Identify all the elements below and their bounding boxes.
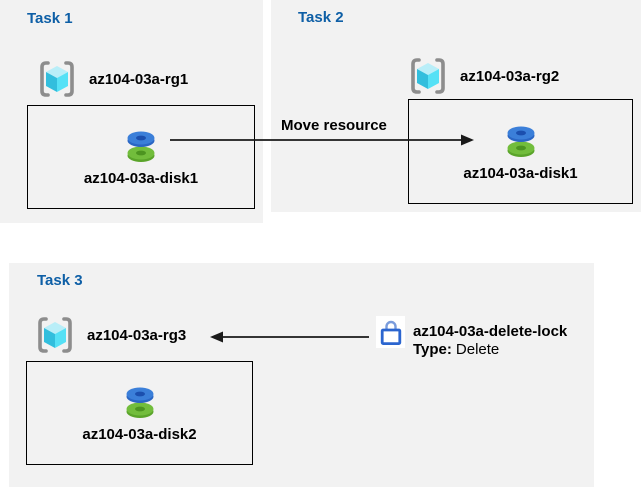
task2-disk-label: az104-03a-disk1 [463, 164, 578, 182]
lock-type-line: Type:Delete [413, 341, 567, 359]
task1-title: Task 1 [27, 10, 73, 27]
lock-type-value: Delete [455, 341, 500, 358]
lock-chip [376, 316, 405, 348]
resource-group-icon [406, 54, 450, 98]
resource-group-icon [35, 57, 79, 101]
lock-name: az104-03a-delete-lock [413, 323, 568, 340]
task3-resource-group: az104-03a-rg3 [33, 313, 186, 357]
move-resource-arrow [170, 134, 474, 146]
task1-resource-group: az104-03a-rg1 [35, 57, 188, 101]
task2-rg-label: az104-03a-rg2 [460, 67, 560, 85]
task1-panel [0, 0, 263, 223]
task3-title: Task 3 [37, 272, 83, 289]
lock-info: az104-03a-delete-lock Type:Delete [413, 323, 567, 359]
resource-group-icon [33, 313, 77, 357]
lock-icon [380, 318, 402, 346]
managed-disk-icon [503, 122, 539, 158]
move-resource-label: Move resource [281, 117, 387, 134]
task3-disk-label: az104-03a-disk2 [82, 426, 197, 443]
managed-disk-icon [122, 383, 158, 419]
task1-disk-box: az104-03a-disk1 [27, 105, 255, 209]
task2-title: Task 2 [298, 9, 344, 26]
task2-disk-box: az104-03a-disk1 [408, 99, 633, 204]
lock-type-label: Type: [413, 341, 452, 358]
task2-panel [271, 0, 641, 212]
task2-resource-group: az104-03a-rg2 [406, 54, 559, 98]
managed-disk-icon [123, 127, 159, 163]
delete-lock-arrow [210, 331, 369, 343]
task3-panel [9, 263, 594, 487]
task1-rg-label: az104-03a-rg1 [89, 70, 189, 88]
task3-disk-box: az104-03a-disk2 [26, 361, 253, 465]
task1-disk-label: az104-03a-disk1 [83, 170, 199, 187]
task3-rg-label: az104-03a-rg3 [87, 326, 187, 344]
